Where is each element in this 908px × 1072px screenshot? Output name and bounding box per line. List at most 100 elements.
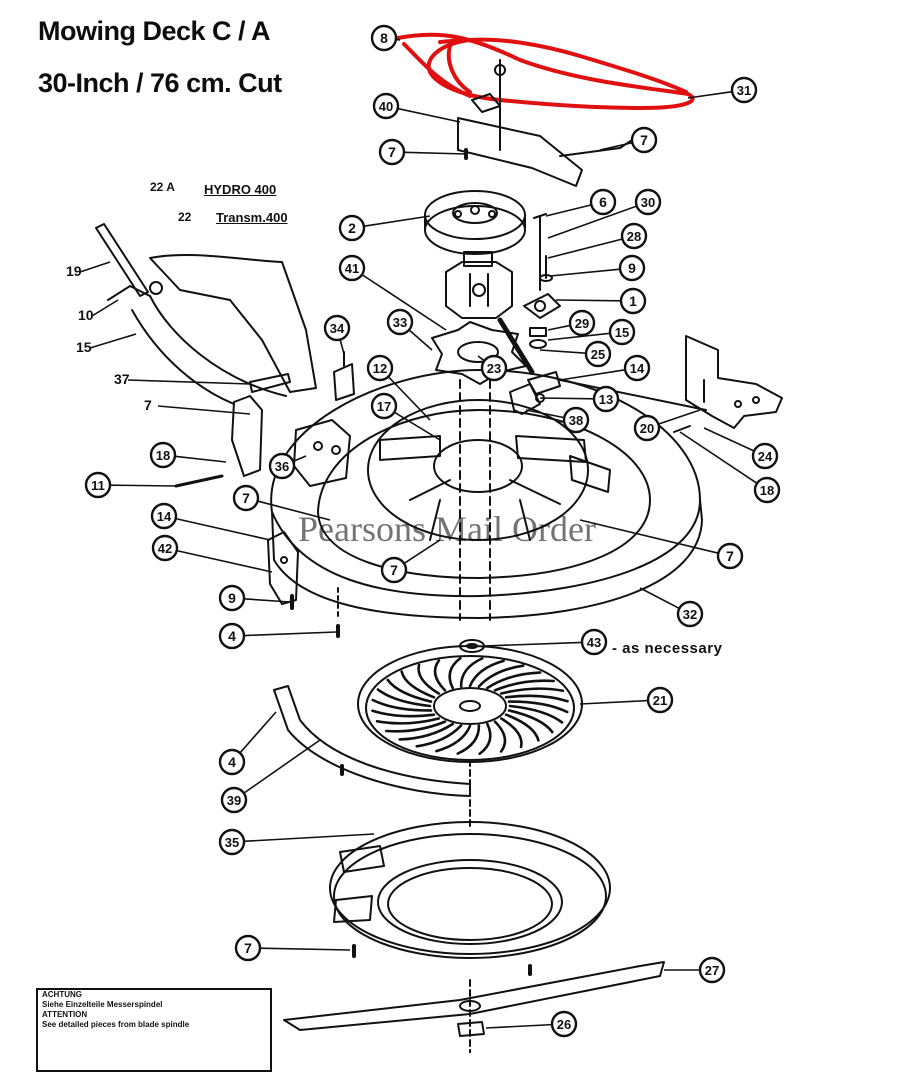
left-deck-hardware — [267, 531, 340, 638]
blade-guard-strip — [273, 685, 471, 831]
mower-blade — [283, 961, 665, 1054]
callout-21: 21 — [646, 686, 674, 714]
deck-housing — [270, 369, 703, 621]
callout-circle — [338, 254, 366, 282]
callout-15b: 15 — [608, 318, 636, 346]
callout-circle — [386, 308, 414, 336]
callout-leader — [679, 431, 758, 485]
callout-number: 41 — [345, 261, 359, 276]
callout-leader — [259, 947, 351, 951]
callout-circle — [370, 392, 398, 420]
callout-number: 7 — [244, 940, 252, 956]
callout-circle — [608, 318, 636, 346]
callout-7e: 7 — [380, 556, 408, 584]
idler-bracket — [457, 59, 633, 187]
callout-24: 24 — [751, 442, 779, 470]
callout-leader — [408, 329, 433, 351]
callout-circle — [634, 188, 662, 216]
note-line: See detailed pieces from blade spindle — [42, 1020, 190, 1029]
callout-leader — [485, 1023, 553, 1029]
callout-circle — [151, 534, 179, 562]
fan-blade — [468, 659, 505, 688]
fan-blade — [400, 670, 436, 699]
callout-9a: 9 — [618, 254, 646, 282]
callout-25: 25 — [584, 340, 612, 368]
part-label-10: 10 — [78, 307, 94, 323]
callout-circle — [220, 786, 248, 814]
callout-circle — [623, 354, 651, 382]
callout-leader — [239, 711, 277, 754]
callout-number: 7 — [388, 144, 396, 160]
callout-number: 20 — [640, 421, 654, 436]
callout-number: 28 — [627, 229, 641, 244]
callout-number: 31 — [737, 83, 751, 98]
callout-18b: 18 — [149, 441, 177, 469]
callout-number: 4 — [228, 754, 236, 770]
callout-7d: 7 — [716, 542, 744, 570]
callout-circle — [619, 287, 647, 315]
callout-leader — [292, 455, 307, 463]
callout-circle — [378, 138, 406, 166]
callout-leader — [361, 273, 447, 331]
callout-number: 17 — [377, 399, 391, 414]
callout-35: 35 — [218, 828, 246, 856]
callout-number: 18 — [156, 448, 170, 463]
callout-circle — [268, 452, 296, 480]
callout-leader — [547, 332, 611, 341]
part-label-37: 37 — [114, 371, 130, 387]
callout-circle — [232, 484, 260, 512]
callout-circle — [633, 414, 661, 442]
callout-number: 14 — [157, 509, 172, 524]
spindle-hub — [445, 251, 513, 319]
fan-blade — [486, 671, 542, 690]
callout-number: 9 — [628, 260, 636, 276]
part-label-15a: 15 — [76, 339, 92, 355]
fan-blade — [435, 724, 472, 753]
callout-circle — [480, 354, 508, 382]
callout-leader — [387, 376, 431, 421]
spindle-note-box: ACHTUNG Siehe Einzelteile Messerspindel … — [36, 988, 272, 1072]
callout-circle — [698, 956, 726, 984]
callout-leader — [257, 500, 331, 521]
callout-43: 43 — [580, 628, 608, 656]
callout-4b: 4 — [218, 748, 246, 776]
right-bracket — [673, 335, 783, 433]
callout-circle — [580, 628, 608, 656]
callout-leader — [539, 349, 587, 354]
callout-36: 36 — [268, 452, 296, 480]
callout-39: 39 — [220, 786, 248, 814]
callout-number: 12 — [373, 361, 387, 376]
callout-7c: 7 — [232, 484, 260, 512]
label-leader — [79, 261, 111, 273]
fan-blade — [376, 688, 432, 708]
fan-blade — [417, 663, 441, 695]
callout-circle — [716, 542, 744, 570]
callout-number: 13 — [599, 392, 613, 407]
callout-7f: 7 — [234, 934, 262, 962]
label-leader — [89, 333, 137, 349]
callout-leader — [174, 455, 227, 463]
callout-number: 29 — [575, 316, 589, 331]
callout-number: 36 — [275, 459, 289, 474]
baffle-ring — [329, 821, 611, 976]
callout-number: 9 — [228, 590, 236, 606]
callout-number: 7 — [390, 562, 398, 578]
note-line: ACHTUNG — [42, 990, 82, 999]
callout-number: 18 — [760, 483, 774, 498]
callout-14b: 14 — [150, 502, 178, 530]
callout-leader — [579, 519, 719, 554]
callout-circle — [562, 406, 590, 434]
callout-42: 42 — [151, 534, 179, 562]
lift-arm — [95, 223, 317, 477]
callout-circle — [366, 354, 394, 382]
fan-blade — [386, 678, 433, 703]
callout-41: 41 — [338, 254, 366, 282]
callout-26: 26 — [550, 1010, 578, 1038]
callout-29: 29 — [568, 309, 596, 337]
fan-blade — [507, 700, 569, 714]
callout-leader — [393, 411, 441, 441]
callout-circle — [550, 1010, 578, 1038]
callout-number: 24 — [758, 449, 773, 464]
callout-6: 6 — [589, 188, 617, 216]
